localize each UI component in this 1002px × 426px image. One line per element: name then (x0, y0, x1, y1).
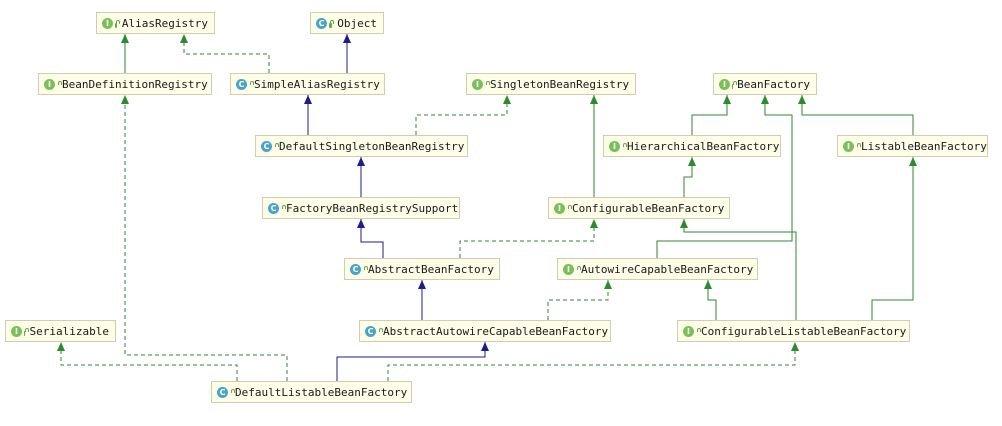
interface-icon: I (683, 325, 694, 337)
edge-line (707, 280, 717, 320)
interface-icon: I (563, 263, 574, 275)
node-label: Object (337, 16, 377, 30)
edge-arrowhead (680, 219, 688, 228)
node-label: ListableBeanFactory (861, 139, 987, 153)
node-label: HierarchicalBeanFactory (627, 139, 780, 153)
edge-line (360, 219, 384, 258)
edge-arrowhead (57, 342, 65, 351)
edge-arrowhead (791, 342, 799, 351)
interface-icon: I (609, 140, 620, 152)
edge-arrowhead (704, 280, 712, 289)
interface-icon: I (843, 140, 854, 152)
node-serializable[interactable]: I Serializable (5, 320, 116, 342)
lock-icon (329, 19, 335, 28)
node-autowire-capable-bean-factory[interactable]: I AutowireCapableBeanFactory (557, 258, 758, 280)
node-label: AutowireCapableBeanFactory (581, 262, 754, 276)
edge-arrowhead (688, 157, 696, 166)
edge-line (691, 95, 728, 135)
class-icon: C (316, 17, 327, 29)
node-factory-bean-registry-support[interactable]: C FactoryBeanRegistrySupport (262, 197, 460, 219)
node-object[interactable]: C Object (310, 12, 384, 34)
node-label: ConfigurableListableBeanFactory (701, 324, 907, 338)
edge-line (683, 157, 693, 197)
edge-arrowhead (503, 95, 511, 104)
edge-arrowhead (357, 157, 365, 166)
interface-icon: I (44, 78, 55, 90)
edge-line (547, 280, 609, 320)
edge-line (656, 95, 793, 258)
edge-arrowhead (481, 342, 489, 351)
class-icon: C (217, 386, 228, 398)
node-abstract-bean-factory[interactable]: C AbstractBeanFactory (344, 258, 500, 280)
node-label: BeanFactory (737, 77, 810, 91)
node-default-listable-bean-factory[interactable]: C DefaultListableBeanFactory (211, 381, 412, 403)
edge-line (124, 95, 288, 381)
node-label: AliasRegistry (121, 16, 208, 30)
node-label: FactoryBeanRegistrySupport (286, 201, 459, 215)
node-singleton-bean-registry[interactable]: I SingletonBeanRegistry (466, 73, 636, 95)
edge-line (871, 157, 914, 320)
node-label: SingletonBeanRegistry (490, 77, 630, 91)
edge-arrowhead (418, 280, 426, 289)
edge-line (60, 342, 238, 381)
node-bean-definition-registry[interactable]: I BeanDefinitionRegistry (38, 73, 212, 95)
edge-line (183, 34, 270, 73)
edge-arrowhead (357, 219, 365, 228)
edge-line (801, 95, 914, 135)
node-bean-factory[interactable]: I BeanFactory (713, 73, 817, 95)
interface-icon: I (719, 78, 730, 90)
edge-line (459, 219, 595, 258)
edge-arrowhead (121, 95, 129, 104)
edge-arrowhead (909, 157, 917, 166)
class-icon: C (350, 263, 361, 275)
node-label: DefaultSingletonBeanRegistry (279, 139, 465, 153)
node-simple-alias-registry[interactable]: C SimpleAliasRegistry (230, 73, 385, 95)
node-label: Serializable (29, 324, 109, 338)
edge-arrowhead (343, 34, 351, 43)
node-label: BeanDefinitionRegistry (62, 77, 208, 91)
edge-arrowhead (604, 280, 612, 289)
edge-line (415, 95, 508, 135)
class-icon: C (236, 78, 247, 90)
interface-icon: I (102, 17, 113, 29)
lock-icon (115, 19, 120, 28)
node-label: ConfigurableBeanFactory (572, 201, 725, 215)
edge-arrowhead (304, 95, 312, 104)
class-icon: C (261, 140, 272, 152)
edge-line (387, 342, 796, 381)
node-abstract-autowire-capable-bean-factory[interactable]: C AbstractAutowireCapableBeanFactory (359, 320, 611, 342)
interface-icon: I (554, 202, 565, 214)
node-configurable-bean-factory[interactable]: I ConfigurableBeanFactory (548, 197, 730, 219)
node-label: SimpleAliasRegistry (254, 77, 380, 91)
node-alias-registry[interactable]: I AliasRegistry (96, 12, 215, 34)
edge-arrowhead (590, 219, 598, 228)
node-label: DefaultListableBeanFactory (235, 385, 408, 399)
node-hierarchical-bean-factory[interactable]: I HierarchicalBeanFactory (603, 135, 781, 157)
edge-arrowhead (590, 95, 598, 104)
edge-arrowhead (723, 95, 731, 104)
edge-arrowhead (121, 34, 129, 43)
interface-icon: I (11, 325, 22, 337)
edge-arrowhead (798, 95, 806, 104)
edge-arrowhead (761, 95, 769, 104)
node-listable-bean-factory[interactable]: I ListableBeanFactory (837, 135, 988, 157)
lock-icon (24, 327, 27, 336)
edge-arrowhead (180, 34, 188, 43)
edge-line (336, 342, 486, 381)
node-label: AbstractAutowireCapableBeanFactory (383, 324, 609, 338)
class-icon: C (365, 325, 376, 337)
class-icon: C (268, 202, 279, 214)
interface-icon: I (472, 78, 483, 90)
node-default-singleton-bean-registry[interactable]: C DefaultSingletonBeanRegistry (255, 135, 468, 157)
node-configurable-listable-bean-factory[interactable]: I ConfigurableListableBeanFactory (677, 320, 910, 342)
node-label: AbstractBeanFactory (368, 262, 494, 276)
